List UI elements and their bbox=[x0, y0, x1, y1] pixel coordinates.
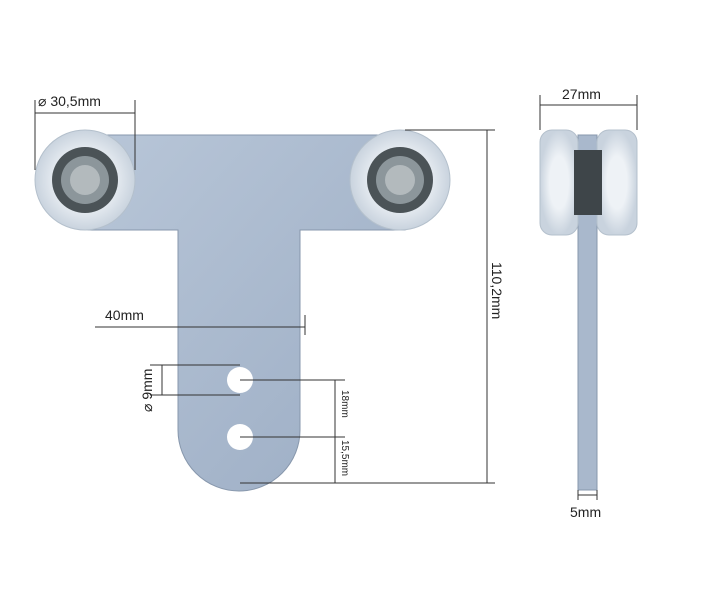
left-roller bbox=[34, 129, 136, 231]
right-roller bbox=[349, 129, 451, 231]
hole-spacing-label: 18mm bbox=[339, 390, 350, 418]
stem-width-label: 40mm bbox=[105, 307, 144, 323]
bracket-plate bbox=[87, 134, 406, 492]
hole-diameter-label: ⌀ 9mm bbox=[139, 369, 155, 412]
side-view bbox=[539, 129, 638, 491]
side-width-label: 27mm bbox=[562, 86, 601, 102]
roller-diameter-label: ⌀ 30,5mm bbox=[38, 93, 101, 109]
hole-edge-label: 15,5mm bbox=[339, 440, 350, 476]
total-height-label: 110,2mm bbox=[489, 262, 505, 319]
thickness-label: 5mm bbox=[570, 504, 601, 520]
